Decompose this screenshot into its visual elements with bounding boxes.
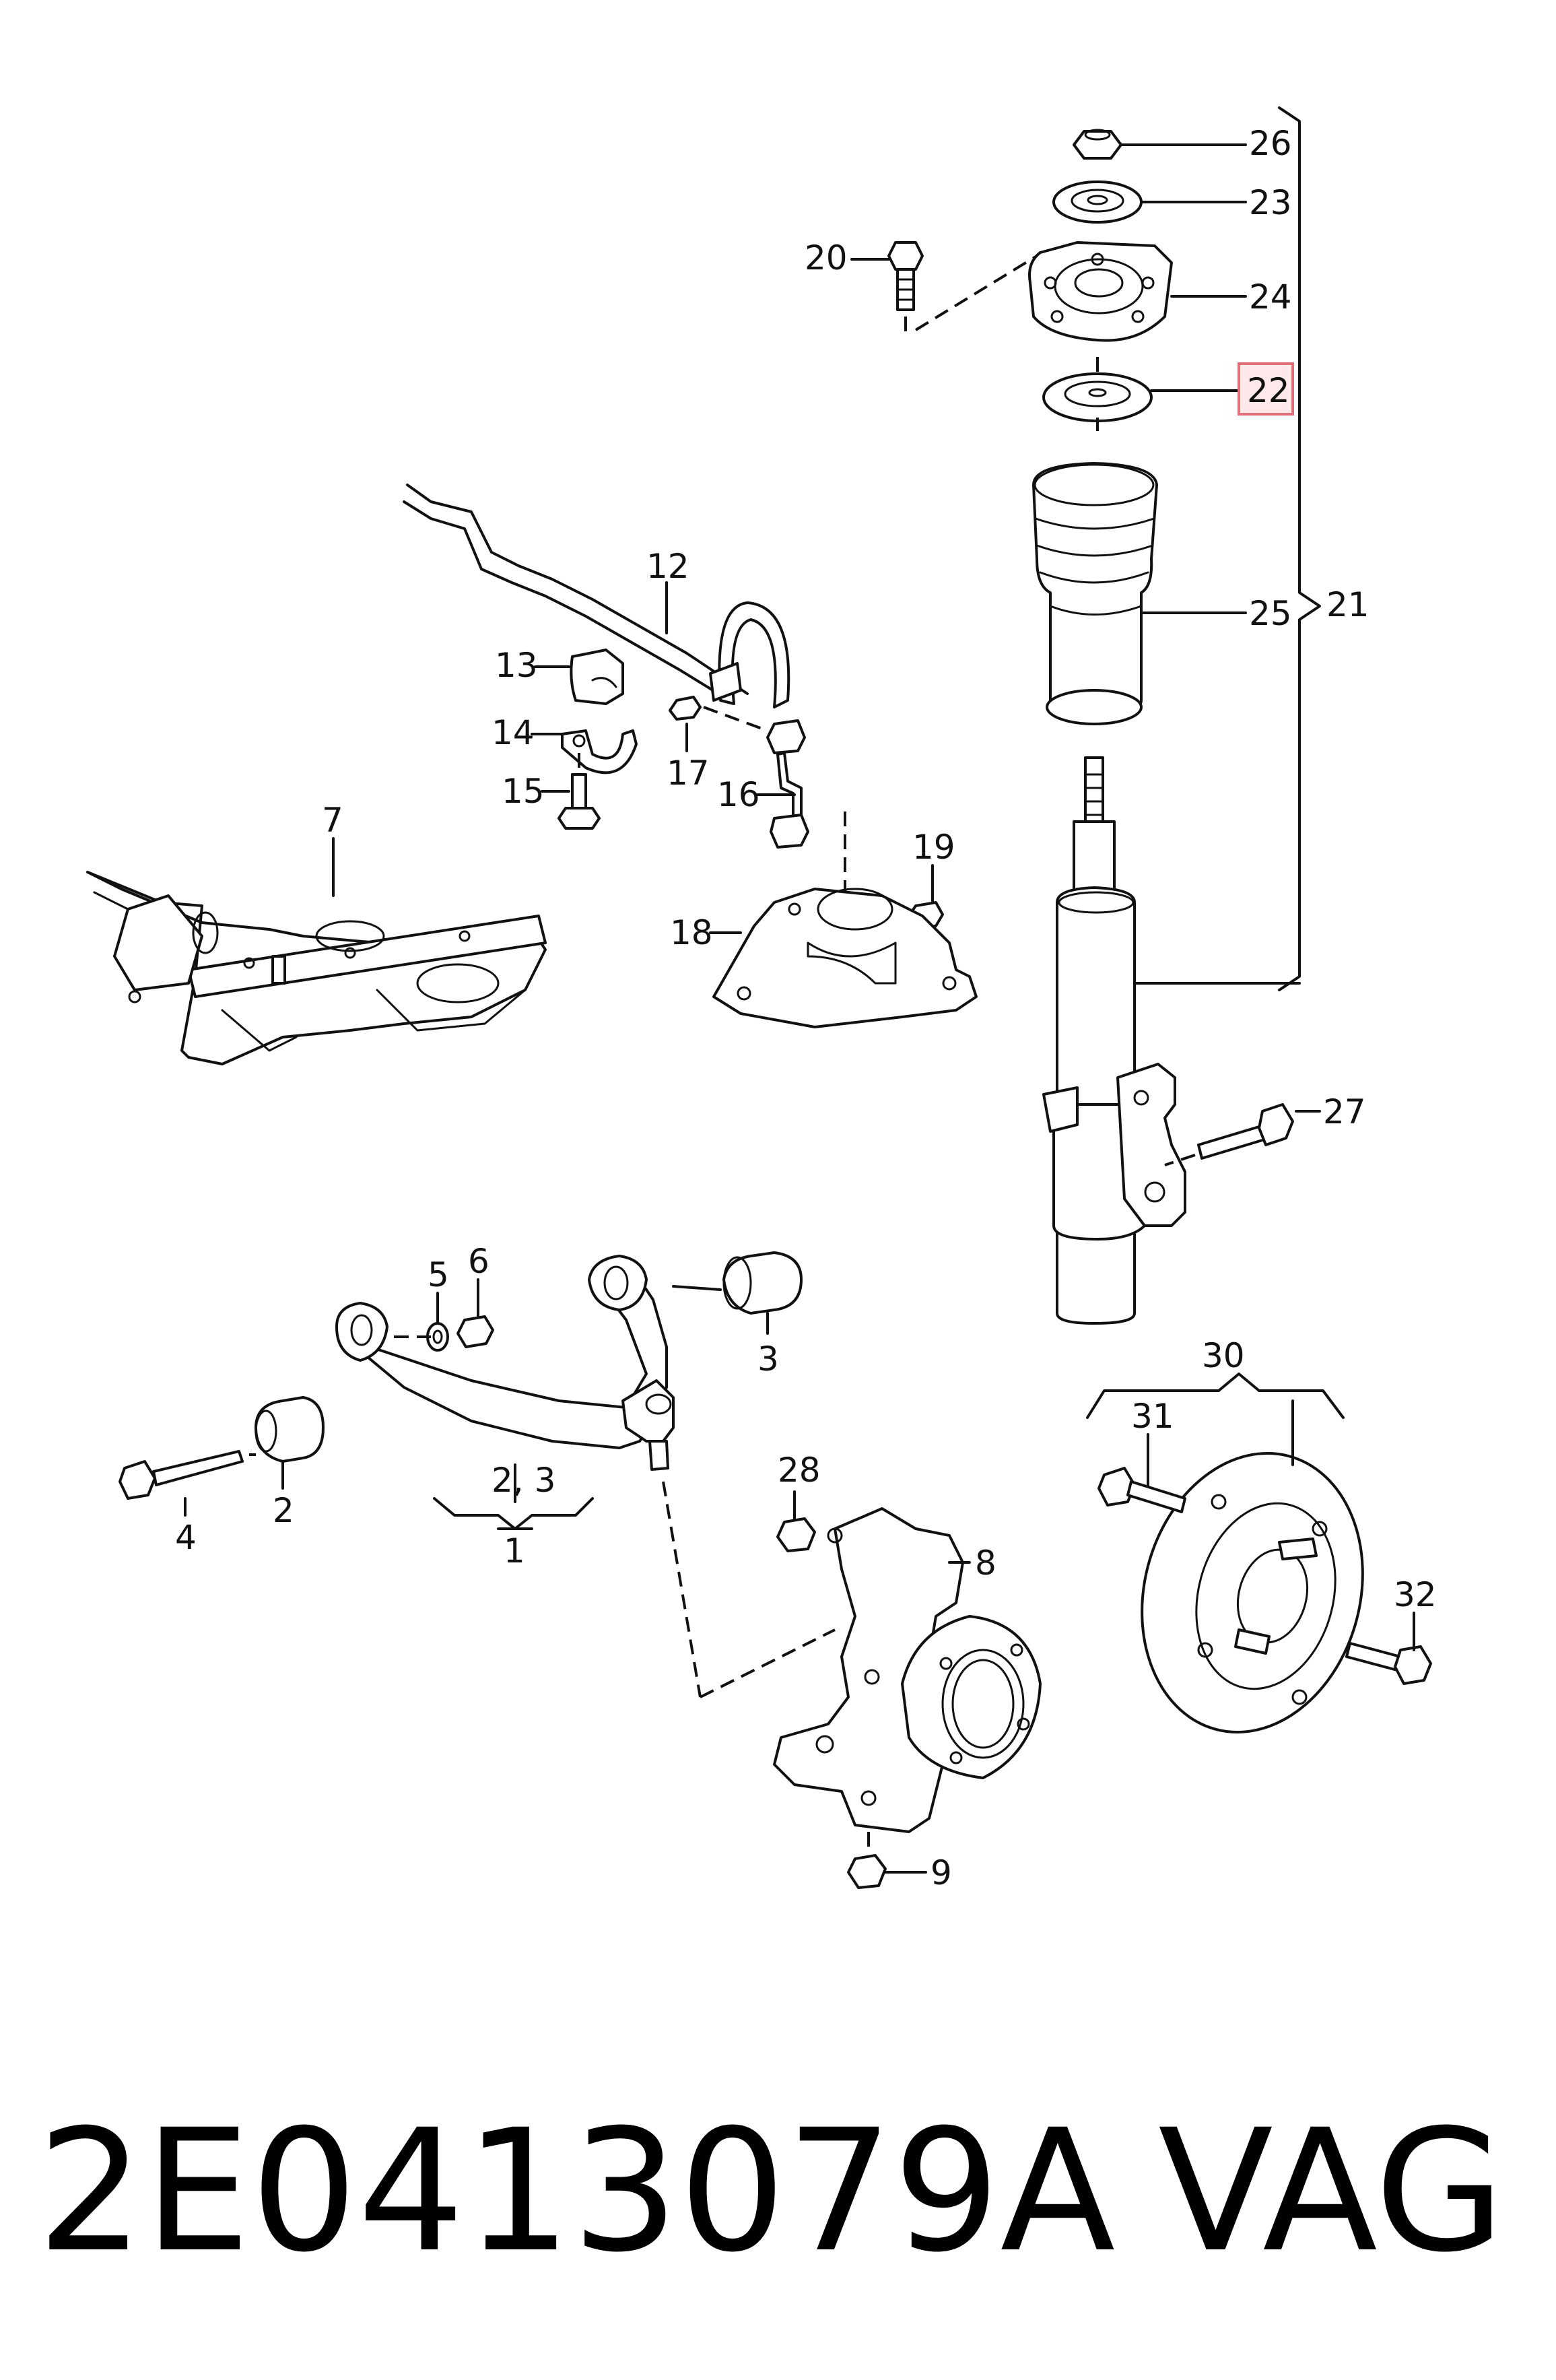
stabilizer-link-16 — [766, 719, 846, 896]
label-1: 1 — [504, 1531, 525, 1571]
label-30: 30 — [1202, 1336, 1245, 1375]
bolt-4 — [119, 1450, 256, 1500]
label-15: 15 — [502, 772, 545, 811]
label-9: 9 — [931, 1853, 952, 1892]
shock-absorber — [1042, 756, 1301, 1325]
bolt-27 — [1164, 1103, 1294, 1166]
label-18: 18 — [670, 913, 713, 952]
label-4: 4 — [175, 1518, 197, 1557]
highlight-box-22 — [1238, 362, 1294, 416]
label-26: 26 — [1249, 124, 1292, 163]
label-19: 19 — [912, 828, 955, 867]
nut-17 — [669, 696, 768, 732]
nut-9 — [847, 1832, 887, 1889]
leader-lines — [184, 143, 1415, 1874]
label-3: 3 — [757, 1340, 779, 1379]
brand-name: VAG — [1158, 2093, 1505, 2289]
bolt-31 — [1097, 1467, 1186, 1513]
label-2-3: 2, 3 — [492, 1461, 555, 1500]
bushing-3 — [722, 1251, 803, 1315]
label-21: 21 — [1326, 585, 1369, 624]
assembly-bracket-21 — [1278, 106, 1321, 991]
label-16: 16 — [717, 775, 760, 814]
label-8: 8 — [975, 1544, 996, 1583]
bushing-13 — [570, 649, 624, 705]
bearing-23 — [1052, 180, 1143, 224]
bolt-20 — [887, 241, 1038, 337]
steering-knuckle-8 — [700, 1507, 1042, 1833]
label-28: 28 — [778, 1451, 821, 1490]
label-12: 12 — [646, 547, 689, 586]
label-32: 32 — [1394, 1575, 1437, 1614]
label-7: 7 — [322, 801, 343, 840]
label-6: 6 — [468, 1242, 489, 1281]
label-13: 13 — [495, 646, 538, 685]
stabilizer-bar — [403, 484, 790, 708]
callout-labels: 26 23 24 22 25 21 27 20 12 13 14 15 17 1… — [175, 124, 1437, 1892]
label-25: 25 — [1249, 594, 1292, 633]
label-27: 27 — [1323, 1092, 1366, 1131]
label-23: 23 — [1249, 183, 1292, 222]
nut-26 — [1073, 129, 1122, 160]
nut-28 — [776, 1517, 816, 1552]
dust-boot-25 — [1032, 462, 1158, 725]
label-2: 2 — [273, 1491, 294, 1530]
label-31: 31 — [1131, 1397, 1174, 1436]
label-20: 20 — [805, 238, 848, 277]
label-24: 24 — [1249, 277, 1292, 317]
washer-22 — [1042, 372, 1153, 422]
strut-tower-18 — [712, 888, 978, 1028]
strut-mount-24 — [1028, 241, 1173, 342]
nut-6 — [456, 1315, 494, 1348]
part-number: 2E0413079A — [37, 2093, 1115, 2289]
control-arm-1 — [335, 1255, 702, 1698]
strut-assembly — [887, 106, 1321, 1325]
label-17: 17 — [667, 754, 710, 793]
subframe-7 — [86, 871, 547, 1065]
bolt-15 — [557, 748, 601, 830]
bushing-2 — [255, 1396, 325, 1463]
clamp-14 — [561, 729, 638, 774]
label-14: 14 — [492, 713, 535, 752]
label-5: 5 — [428, 1255, 449, 1294]
wheel-hub-30 — [1141, 1451, 1364, 1734]
bolt-32 — [1345, 1642, 1432, 1685]
label-22: 22 — [1247, 371, 1290, 410]
